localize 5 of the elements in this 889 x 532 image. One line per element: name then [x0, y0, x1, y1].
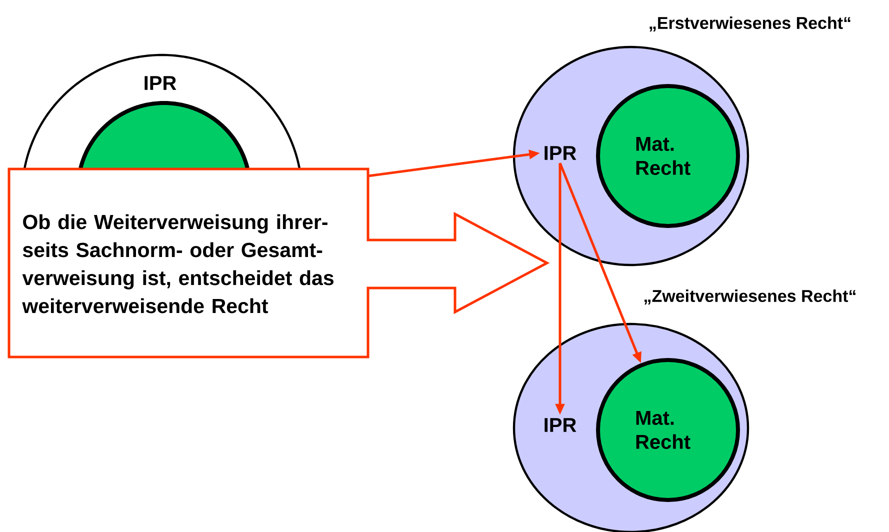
- circle-label: IPR: [544, 418, 576, 432]
- callout-box: Ob die Weiterverweisung ihrer- seits Sachnorm- oder Gesamt- verweisung ist, entscheidet das weiterverweisende Recht: [8, 168, 550, 358]
- heading: „Erstverwiesenes Recht“: [650, 16, 850, 32]
- circle-label: IPR: [544, 146, 576, 160]
- heading: „Zweitverwiesenes Recht“: [644, 290, 856, 304]
